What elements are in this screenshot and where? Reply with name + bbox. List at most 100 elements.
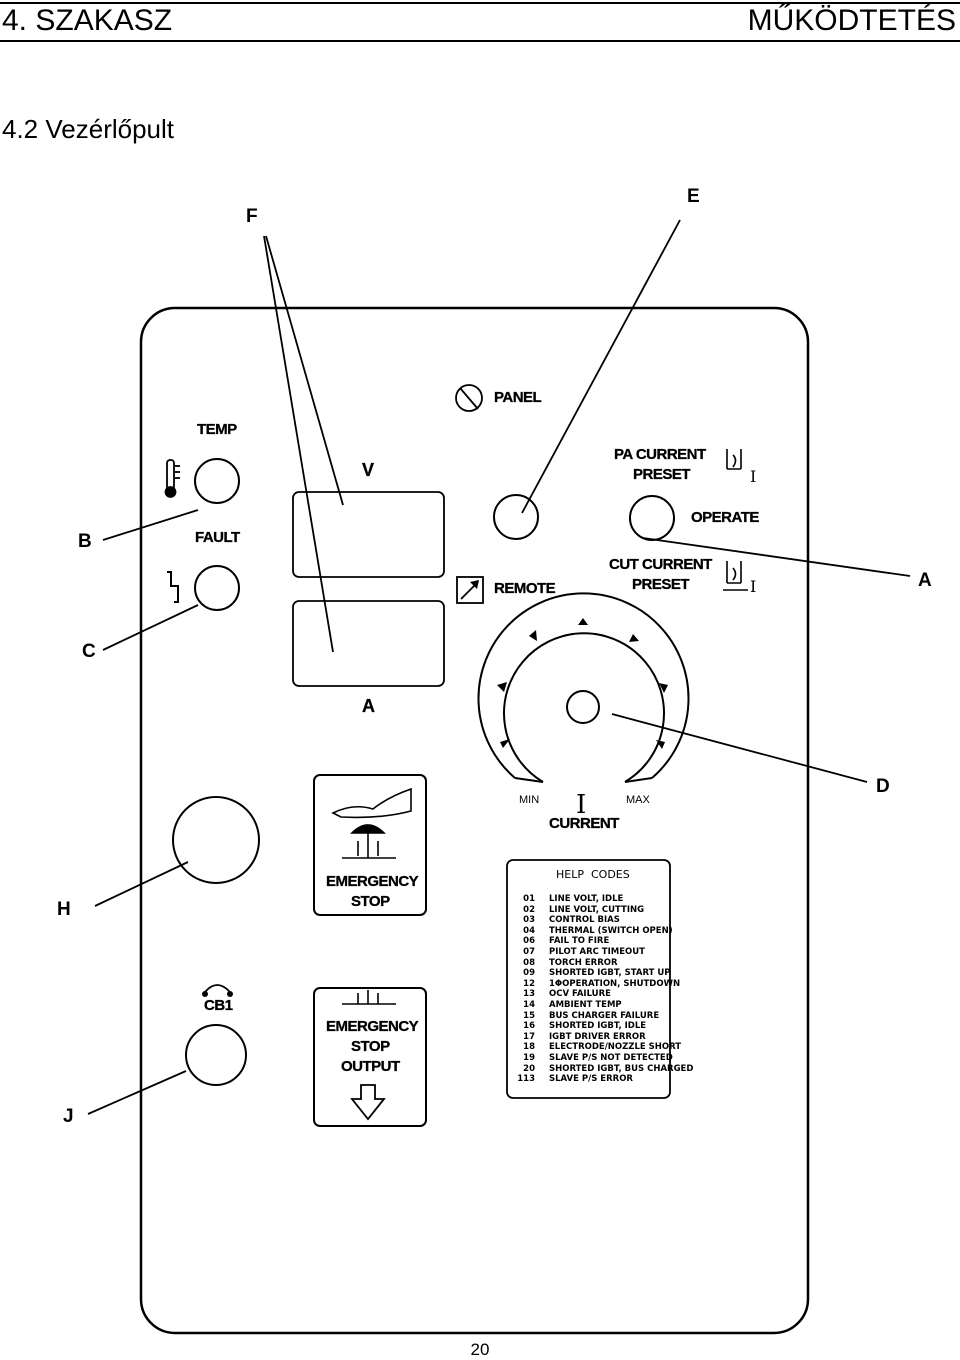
emergency-stop-label-1: EMERGENCY	[326, 873, 419, 890]
help-code-number: 04	[523, 925, 535, 936]
help-code-number: 01	[523, 894, 535, 904]
help-code-description: SHORTED IGBT, BUS CHARGED	[549, 1063, 694, 1074]
help-codes-box	[506, 859, 671, 1099]
pa-current-torch-icon: I	[726, 449, 756, 486]
panel-gauge-icon	[455, 384, 483, 412]
remote-label: REMOTE	[494, 580, 556, 597]
header-bottom-rule	[0, 40, 960, 42]
temp-label: TEMP	[197, 421, 237, 438]
emergency-output-label-3: OUTPUT	[341, 1058, 400, 1075]
cb1-breaker	[185, 1024, 247, 1086]
cb1-icon	[202, 984, 233, 997]
emergency-stop-label-2: STOP	[351, 893, 390, 910]
help-code-number: 113	[517, 1074, 535, 1085]
fault-icon	[167, 571, 179, 603]
pa-current-label: PA CURRENT	[614, 446, 706, 463]
help-code-description: ELECTRODE/NOZZLE SHORT	[549, 1042, 682, 1053]
help-code-description: AMBIENT TEMP	[549, 1000, 622, 1010]
min-label: MIN	[519, 794, 540, 806]
a-label: A	[362, 696, 375, 716]
help-code-number: 12	[523, 978, 535, 989]
callout-j: J	[63, 1106, 74, 1127]
current-display	[292, 600, 445, 687]
help-code-description: LINE VOLT, IDLE	[549, 894, 624, 904]
emergency-stop-output-box	[313, 987, 427, 1127]
section-title: 4. SZAKASZ	[2, 4, 173, 37]
down-arrow-icon	[350, 1084, 386, 1121]
help-code-number: 02	[523, 904, 535, 915]
callout-f: F	[246, 206, 258, 227]
fault-led	[194, 565, 240, 611]
help-code-description: OCV FAILURE	[549, 989, 611, 1000]
help-code-description: FAIL TO FIRE	[549, 936, 610, 947]
current-label: CURRENT	[549, 815, 620, 832]
emergency-stop-box	[313, 774, 427, 916]
callout-a: A	[918, 570, 932, 591]
help-code-number: 14	[523, 1000, 535, 1010]
panel-label: PANEL	[494, 389, 542, 406]
page-subtitle: 4.2 Vezérlőpult	[2, 114, 175, 144]
emergency-output-label-2: STOP	[351, 1038, 390, 1055]
v-label: V	[362, 460, 374, 480]
help-code-number: 15	[523, 1010, 535, 1021]
current-knob: I	[477, 592, 690, 820]
cut-current-label: CUT CURRENT	[609, 556, 713, 573]
help-code-description: IGBT DRIVER ERROR	[549, 1031, 646, 1042]
svg-text:I: I	[750, 577, 756, 596]
help-code-description: SHORTED IGBT, START UP	[549, 968, 671, 979]
panel-remote-switch	[493, 494, 539, 540]
callout-c: C	[82, 641, 96, 662]
callout-h: H	[57, 899, 71, 920]
help-code-number: 07	[523, 947, 535, 957]
remote-icon	[456, 576, 484, 604]
voltage-display	[292, 491, 445, 578]
svg-text:I: I	[576, 790, 586, 820]
fault-label: FAULT	[195, 529, 241, 546]
help-code-description: SHORTED IGBT, IDLE	[549, 1021, 647, 1032]
emergency-stop-button-h	[172, 796, 260, 884]
help-code-number: 03	[523, 915, 535, 926]
callout-lines	[87, 219, 911, 1115]
max-label: MAX	[626, 794, 650, 806]
help-code-number: 09	[523, 968, 535, 979]
help-code-description: PILOT ARC TIMEOUT	[549, 947, 645, 957]
cut-current-torch-icon: I	[723, 561, 756, 596]
page-number: 20	[470, 1340, 490, 1359]
emergency-output-label-1: EMERGENCY	[326, 1018, 419, 1035]
help-code-number: 17	[523, 1031, 535, 1042]
operate-preset-switch	[629, 495, 675, 541]
temp-led	[194, 458, 240, 504]
operate-label: OPERATE	[691, 509, 760, 526]
help-code-description: SLAVE P/S NOT DETECTED	[549, 1053, 673, 1063]
callout-e: E	[687, 186, 700, 207]
chapter-title: MŰKÖDTETÉS	[747, 4, 956, 37]
panel-outline	[139, 306, 810, 1335]
help-code-description: TORCH ERROR	[549, 957, 618, 968]
cut-preset-label: PRESET	[632, 576, 690, 593]
callout-b: B	[78, 531, 92, 552]
help-code-number: 08	[523, 957, 535, 968]
help-code-number: 06	[523, 936, 535, 947]
thermometer-icon	[164, 459, 180, 498]
page-header: 4. SZAKASZ MŰKÖDTETÉS	[0, 0, 960, 42]
help-code-description: SLAVE P/S ERROR	[549, 1074, 633, 1085]
help-code-description: CONTROL BIAS	[549, 915, 620, 926]
svg-text:I: I	[750, 467, 756, 486]
help-codes-title: HELP CODES	[556, 868, 630, 881]
output-switch-icon	[342, 990, 396, 1005]
hand-icon	[331, 787, 412, 859]
help-code-number: 16	[523, 1021, 535, 1032]
help-code-description: BUS CHARGER FAILURE	[549, 1010, 660, 1021]
help-code-number: 19	[523, 1053, 535, 1063]
help-code-number: 20	[523, 1063, 535, 1074]
help-code-number: 18	[523, 1042, 535, 1053]
pa-preset-label: PRESET	[633, 466, 691, 483]
help-code-description: THERMAL (SWITCH OPEN)	[549, 925, 673, 936]
header-top-rule	[0, 2, 960, 4]
help-code-description: LINE VOLT, CUTTING	[549, 904, 645, 915]
cb1-label: CB1	[204, 997, 233, 1014]
help-code-description: 1ΦOPERATION, SHUTDOWN	[549, 978, 681, 989]
callout-d: D	[876, 776, 890, 797]
help-code-number: 13	[523, 989, 535, 1000]
